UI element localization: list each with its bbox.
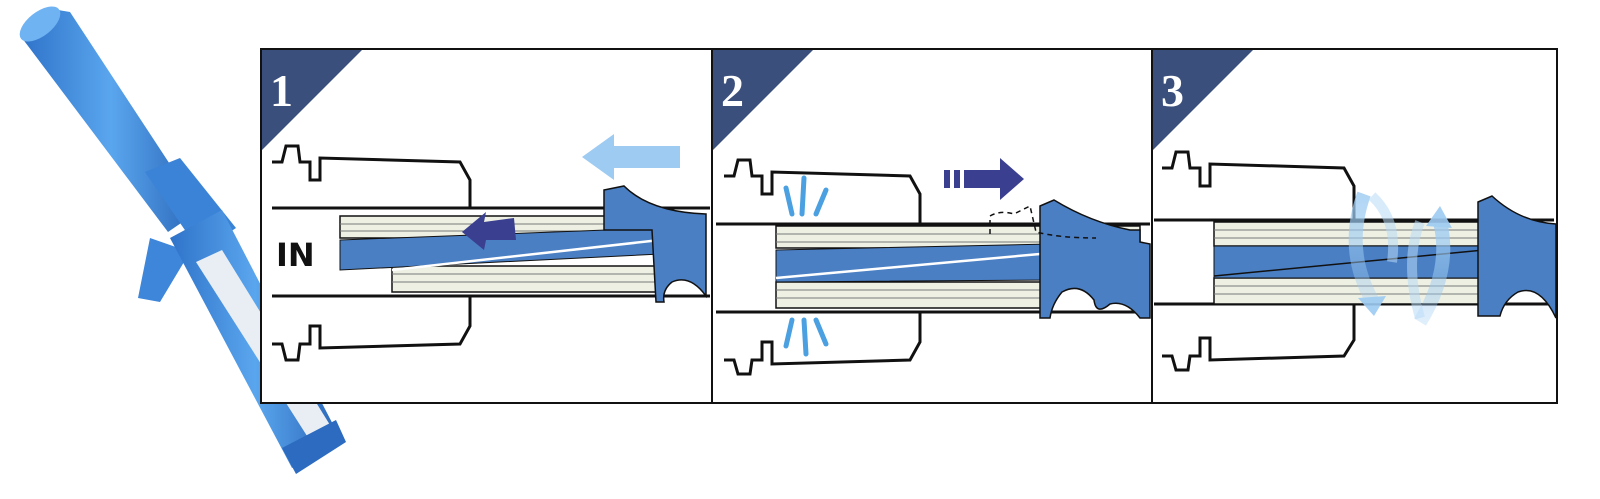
step-1-badge: [262, 50, 362, 150]
step-1-in-label: IN: [276, 236, 315, 274]
tool-handle-end-cap: [19, 6, 61, 42]
step-3-rotate-arrows: [1348, 191, 1452, 326]
tool-fin: [138, 238, 190, 302]
rotate-arrow-down: [1348, 191, 1379, 304]
step-2-number: 2: [721, 65, 744, 116]
step-1-number: 1: [270, 65, 293, 116]
step-1-insert-arrow: [462, 212, 516, 250]
step-2-panel: 2: [713, 50, 1151, 376]
step-2-withdraw-arrow: [944, 158, 1024, 200]
step-1-sleeve-lower: [391, 265, 661, 293]
step-3-badge: [1153, 50, 1253, 150]
step-2-tool-head: [1039, 199, 1151, 319]
step-3-number: 3: [1161, 65, 1184, 116]
step-2-sleeve-lower: [775, 281, 1045, 309]
step-2-housing: [716, 158, 1150, 376]
tool-tip: [282, 420, 346, 474]
step-3-tool-head: [1477, 195, 1557, 319]
step-1-housing: [272, 144, 710, 362]
step-1-tool-head: [603, 185, 707, 303]
rotate-arrow-up: [1414, 220, 1451, 326]
step-1-direction-arrow: [582, 134, 680, 180]
step-2-release-marks: [783, 175, 829, 357]
step-3-panel: 3: [1153, 50, 1557, 372]
step-2-badge: [713, 50, 813, 150]
step-1-panel: 1 IN: [262, 50, 710, 362]
step-2-tool-core: [775, 243, 1051, 283]
